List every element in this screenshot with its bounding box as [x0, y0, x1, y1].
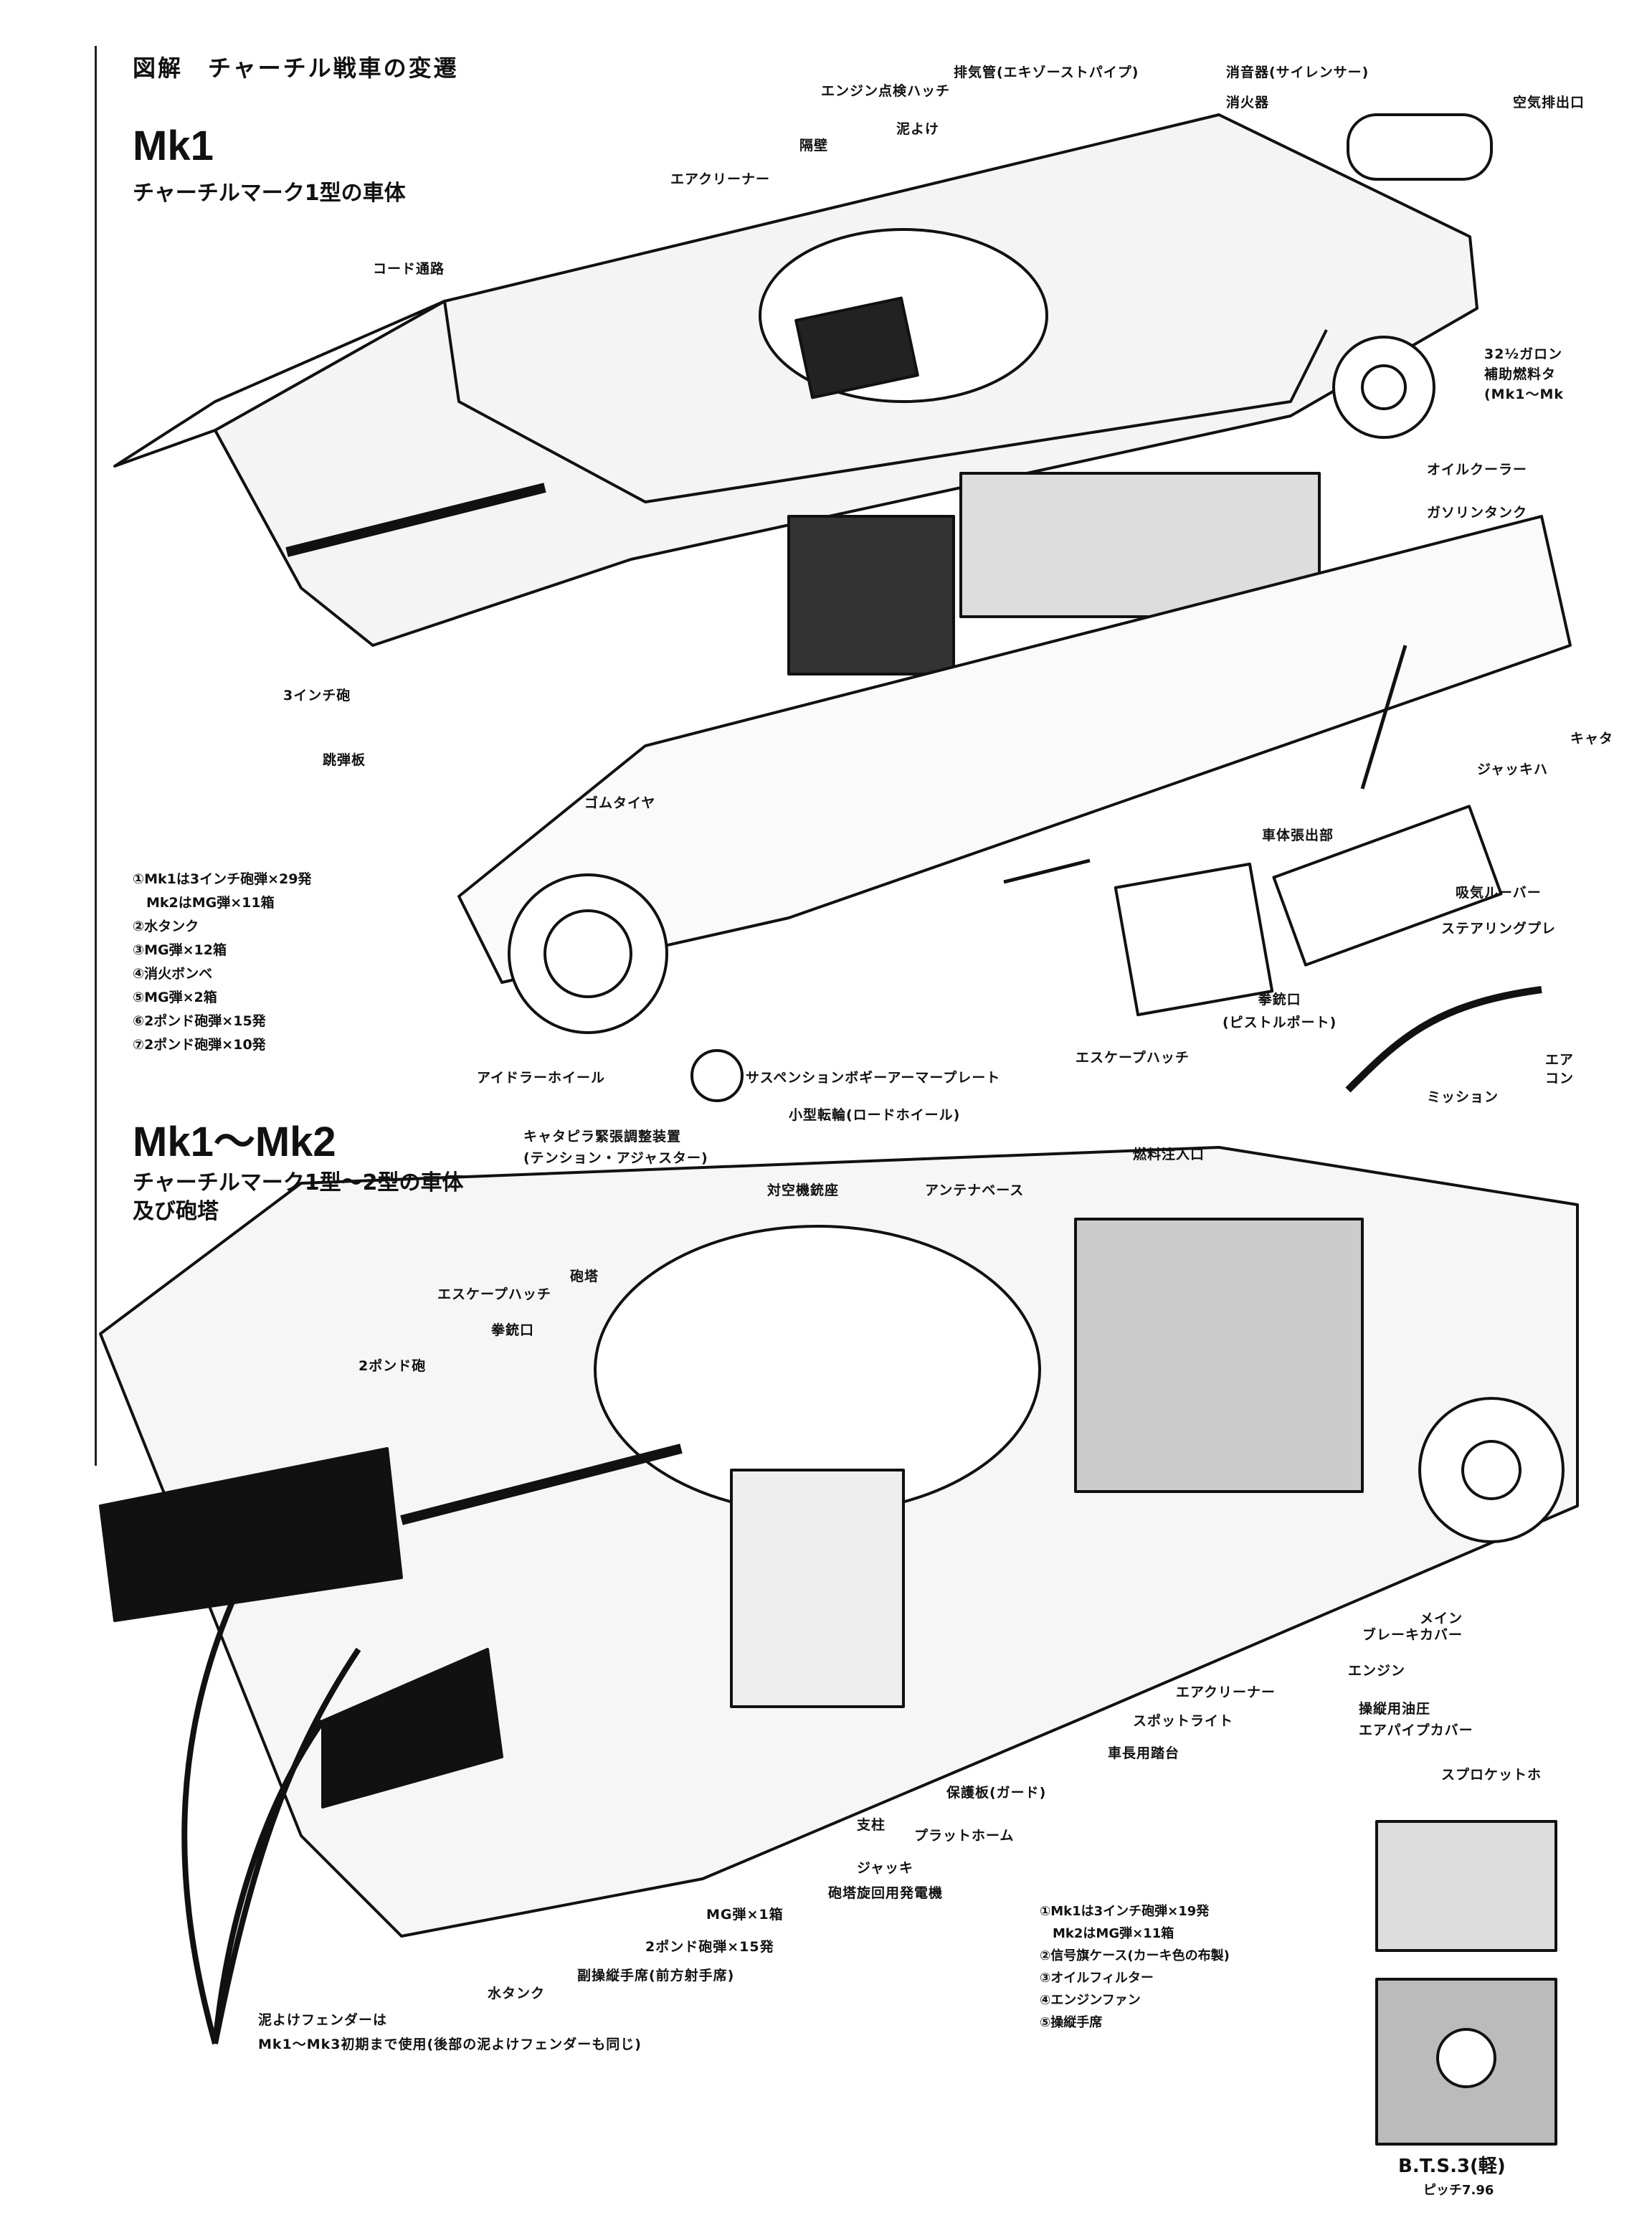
label-deflector: 跳弾板	[323, 752, 366, 768]
section2-legend: ①Mk1は3インチ砲弾×19発 Mk2はMG弾×11箱 ②信号旗ケース(カーキ色…	[1040, 1904, 1230, 2030]
section2-heading: Mk1〜Mk2	[133, 1119, 336, 1165]
label-exhaust: 排気管(エキゾーストパイプ)	[954, 65, 1139, 80]
label-cord-path: コード通路	[373, 261, 445, 277]
label-engine-hatch: エンジン点検ハッチ	[821, 83, 951, 99]
track-inset-pitch: ピッチ7.96	[1423, 2183, 1494, 2198]
label-air-cleaner: エアクリーナー	[670, 171, 771, 187]
label-extinguisher: 消火器	[1226, 95, 1270, 110]
label-sprocket: スプロケットホ	[1441, 1767, 1542, 1783]
label-jack: ジャッキハ	[1477, 762, 1549, 777]
section1-subtitle: チャーチルマーク1型の車体	[133, 181, 406, 206]
label-track: キャタ	[1570, 731, 1614, 746]
label-engine: エンジン	[1348, 1663, 1406, 1679]
label-gun-2pdr: 2ポンド砲	[359, 1358, 427, 1374]
label-pillar: 支柱	[857, 1817, 886, 1833]
section1-heading: Mk1	[133, 123, 214, 169]
label-escape-hatch-2: エスケープハッチ	[437, 1286, 551, 1302]
margin-rule	[95, 46, 97, 1466]
label-main: メイン	[1420, 1611, 1463, 1626]
label-pistol-port-2: 拳銃口	[491, 1322, 535, 1338]
label-transmission: ミッション	[1427, 1089, 1499, 1105]
label-oil-cooler: オイルクーラー	[1427, 462, 1528, 478]
label-idler: アイドラーホイール	[477, 1070, 606, 1086]
label-turret: 砲塔	[570, 1269, 599, 1284]
label-tensioner: キャタピラ緊張調整装置 (テンション・アジャスター)	[523, 1129, 708, 1166]
label-fender-note: 泥よけフェンダーは Mk1〜Mk3初期まで使用(後部の泥よけフェンダーも同じ)	[258, 2012, 642, 2052]
label-silencer: 消音器(サイレンサー)	[1226, 65, 1369, 80]
label-susp-armor: サスペンションボギーアーマープレート	[746, 1070, 1001, 1086]
label-bulkhead: 隔壁	[799, 138, 829, 153]
label-platform: プラットホーム	[914, 1828, 1015, 1844]
label-aux-tank: 32½ガロン 補助燃料タ (Mk1〜Mk	[1484, 346, 1564, 402]
label-rubber-tire: ゴムタイヤ	[584, 795, 656, 811]
page-title: 図解 チャーチル戦車の変遷	[133, 54, 459, 82]
pannier-drawing	[457, 515, 1572, 1102]
label-shells-2pdr: 2ポンド砲弾×15発	[645, 1939, 774, 1955]
label-intake-louver: 吸気ルーバー	[1456, 885, 1542, 901]
label-air-outlet: 空気排出口	[1513, 95, 1585, 110]
label-steering: ステアリングプレ	[1441, 921, 1557, 937]
label-co-driver: 副操縦手席(前方射手席)	[577, 1968, 735, 1983]
track-inset-drawing	[1375, 1820, 1557, 2146]
label-cmd-seat: 車長用踏台	[1108, 1745, 1180, 1761]
section2-subtitle: チャーチルマーク1型〜2型の車体 及び砲塔	[133, 1170, 464, 1224]
label-mudguard: 泥よけ	[896, 121, 940, 137]
label-water-tank: 水タンク	[488, 1986, 546, 2001]
track-inset-label: B.T.S.3(軽)	[1398, 2156, 1506, 2177]
label-hull-bulge: 車体張出部	[1262, 828, 1334, 843]
label-antenna: アンテナベース	[925, 1182, 1025, 1198]
label-escape-hatch: エスケープハッチ	[1076, 1050, 1190, 1066]
label-air-cleaner-2: エアクリーナー	[1176, 1684, 1276, 1700]
label-jack-2: ジャッキ	[857, 1860, 914, 1876]
label-gun-3inch: 3インチ砲	[283, 688, 351, 703]
label-spotlight: スポットライト	[1133, 1713, 1234, 1729]
label-air-comp: エア コン	[1545, 1052, 1575, 1086]
mk2-hull-drawing	[99, 1146, 1579, 2045]
label-brake-cover: ブレーキカバー	[1362, 1627, 1463, 1643]
label-mg-box: MG弾×1箱	[706, 1907, 784, 1923]
label-gas-tank: ガソリンタンク	[1427, 505, 1528, 521]
label-fuel-inlet: 燃料注入口	[1133, 1147, 1205, 1162]
label-guard: 保護板(ガード)	[946, 1785, 1047, 1801]
section1-legend: ①Mk1は3インチ砲弾×29発 Mk2はMG弾×11箱 ②水タンク ③MG弾×1…	[133, 871, 312, 1053]
label-pistol-port: 拳銃口 (ピストルポート)	[1223, 992, 1337, 1030]
label-generator: 砲塔旋回用発電機	[828, 1885, 944, 1901]
label-hydraulic: 操縦用油圧 エアパイプカバー	[1359, 1701, 1473, 1738]
label-aa-mount: 対空機銃座	[767, 1182, 840, 1198]
label-road-wheel: 小型転輪(ロードホイール)	[789, 1107, 961, 1123]
